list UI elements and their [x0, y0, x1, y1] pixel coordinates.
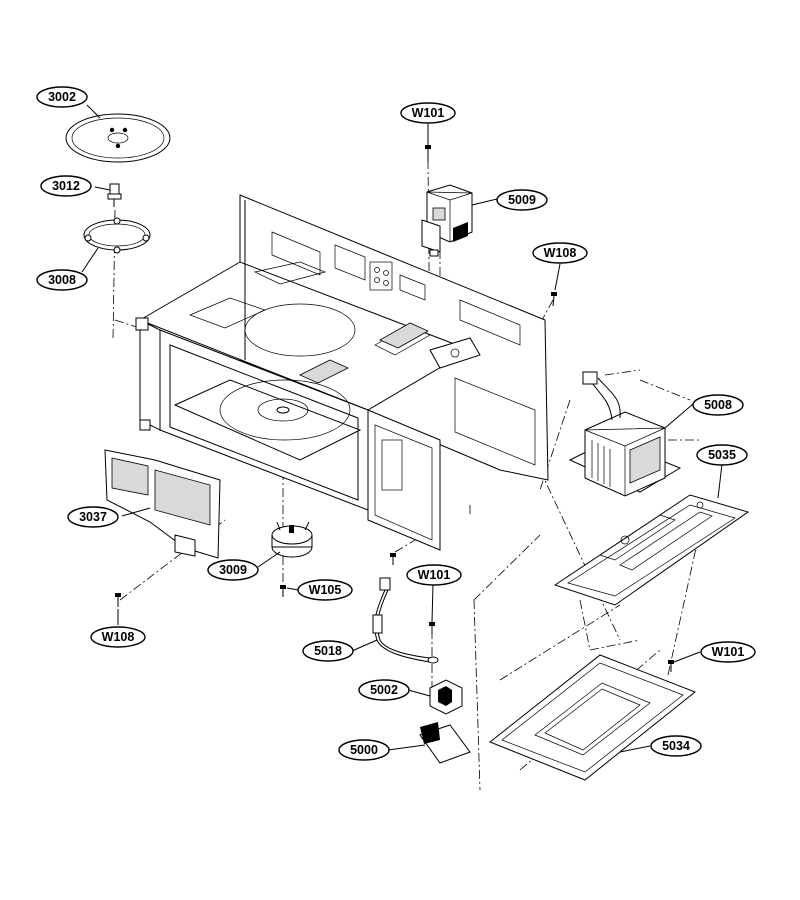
callout-w108-left: W108: [90, 626, 146, 648]
callout-w101-bottom: W101: [700, 641, 756, 663]
callout-5002-text: 5002: [370, 683, 398, 697]
callout-5034: 5034: [650, 735, 702, 757]
callout-w108-right: W108: [532, 242, 588, 264]
screw-w108-right: [551, 292, 557, 307]
callout-w101-bottom-text: W101: [712, 645, 745, 659]
callout-5009: 5009: [496, 189, 548, 211]
leader-lines: [81, 104, 723, 753]
callout-5000: 5000: [338, 739, 390, 761]
screw-w105: [280, 585, 286, 597]
callout-3037-text: 3037: [79, 510, 107, 524]
screw-w101-mid: [429, 622, 435, 634]
callout-3008-text: 3008: [48, 273, 76, 287]
coupler-part: [107, 183, 122, 207]
oven-cavity-chassis: [135, 194, 549, 551]
cover-plate-part: [104, 449, 221, 559]
callout-5035: 5035: [696, 444, 748, 466]
callout-w105-text: W105: [309, 583, 342, 597]
callout-3009-text: 3009: [219, 563, 247, 577]
bottom-cover-part: [489, 654, 696, 781]
callout-3009: 3009: [207, 559, 259, 581]
callout-w108-left-text: W108: [102, 630, 135, 644]
screw-w108-left: [115, 593, 121, 607]
turntable-tray-part: [65, 113, 171, 163]
callout-5009-text: 5009: [508, 193, 536, 207]
callout-5008: 5008: [692, 394, 744, 416]
wire-harness-part: [372, 577, 439, 664]
callout-5000-text: 5000: [350, 743, 378, 757]
magnetron-part: [421, 184, 473, 257]
callout-5018: 5018: [302, 640, 354, 662]
callout-w101-top-text: W101: [412, 106, 445, 120]
callout-w101-mid-text: W101: [418, 568, 451, 582]
callout-3002: 3002: [36, 86, 88, 108]
callout-5018-text: 5018: [314, 644, 342, 658]
screw-w101-bottom: [668, 660, 674, 672]
callout-w105: W105: [297, 579, 353, 601]
callout-3012: 3012: [40, 175, 92, 197]
base-plate-part: [553, 494, 750, 606]
callout-5002: 5002: [358, 679, 410, 701]
callout-w108-right-text: W108: [544, 246, 577, 260]
transformer-part: [568, 371, 682, 497]
lamp-part: [419, 722, 471, 764]
callout-3002-text: 3002: [48, 90, 76, 104]
waveguide-bracket: [429, 337, 481, 369]
turntable-motor-part: [271, 521, 313, 558]
screw-control-box: [390, 553, 396, 565]
lamp-bracket-part: [429, 679, 463, 715]
callout-w101-mid: W101: [406, 564, 462, 586]
callout-5008-text: 5008: [704, 398, 732, 412]
callout-3037: 3037: [67, 506, 119, 528]
screw-w101-top: [425, 145, 431, 162]
callout-5035-text: 5035: [708, 448, 736, 462]
callout-3012-text: 3012: [52, 179, 80, 193]
roller-ring-part: [83, 217, 151, 254]
callout-5034-text: 5034: [662, 739, 690, 753]
callout-3008: 3008: [36, 269, 88, 291]
callout-w101-top: W101: [400, 102, 456, 124]
